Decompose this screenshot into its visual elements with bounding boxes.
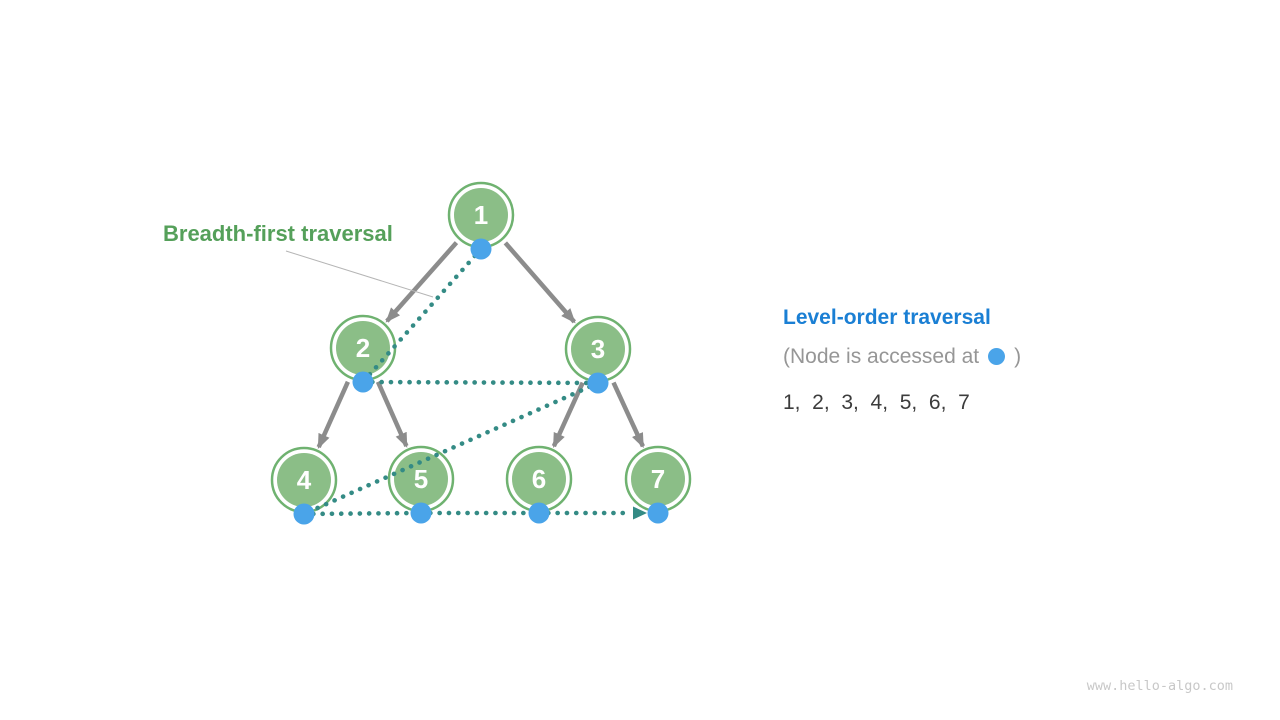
tree-node-4: 4 [270, 446, 338, 514]
tree-edge-2-4 [316, 380, 350, 449]
access-dot-node-2 [352, 371, 374, 393]
tree-node-5: 5 [387, 445, 455, 513]
tree-node-7: 7 [624, 445, 692, 513]
access-dot-node-6 [528, 502, 550, 524]
tree-edge-3-6 [551, 381, 585, 449]
tree-node-3: 3 [564, 315, 632, 383]
node-label: 6 [532, 464, 546, 494]
access-dot-icon [988, 348, 1006, 365]
label-pointer-line [285, 250, 434, 298]
tree-node-6: 6 [505, 445, 573, 513]
node-label: 7 [651, 464, 665, 494]
access-dot-node-4 [293, 503, 315, 525]
tree-edge-3-7 [611, 381, 645, 449]
traversal-arrowhead-icon [633, 506, 647, 520]
access-dot-node-5 [410, 502, 432, 524]
tree-edge-1-3 [503, 241, 577, 324]
traversal-dotted-segment-1-2 [360, 246, 484, 385]
node-label: 5 [414, 464, 428, 494]
node-circle [454, 188, 508, 242]
node-circle [336, 321, 390, 375]
tree-edge-1-2 [385, 241, 459, 323]
node-circle [571, 322, 625, 376]
legend-note-prefix: (Node is accessed at [783, 345, 980, 368]
access-dot-node-7 [647, 502, 669, 524]
access-dot-node-3 [587, 372, 609, 394]
traversal-sequence-text: 1, 2, 3, 4, 5, 6, 7 [783, 391, 970, 414]
node-circle [512, 452, 566, 506]
traversal-dotted-segment-3-4 [301, 380, 601, 517]
node-circle [277, 453, 331, 507]
traversal-dotted-segment-4-5 [301, 510, 424, 517]
node-circle [394, 452, 448, 506]
node-label: 3 [591, 334, 605, 364]
level-order-traversal-title: Level-order traversal [783, 306, 991, 329]
node-circle [631, 452, 685, 506]
access-dot-node-1 [470, 238, 492, 260]
legend-panel: Level-order traversal (Node is accessed … [783, 305, 1021, 415]
node-label: 4 [297, 465, 312, 495]
tree-edge-2-5 [375, 380, 409, 448]
legend-note: (Node is accessed at ) [783, 344, 1021, 369]
tree-node-2: 2 [329, 314, 397, 382]
tree-node-1: 1 [447, 181, 515, 249]
legend-note-suffix: ) [1014, 345, 1022, 368]
breadth-first-traversal-label: Breadth-first traversal [163, 221, 393, 246]
node-label: 1 [474, 200, 488, 230]
watermark-url: www.hello-algo.com [1086, 678, 1233, 694]
traversal-dotted-segment-2-3 [360, 379, 601, 386]
node-label: 2 [356, 333, 370, 363]
